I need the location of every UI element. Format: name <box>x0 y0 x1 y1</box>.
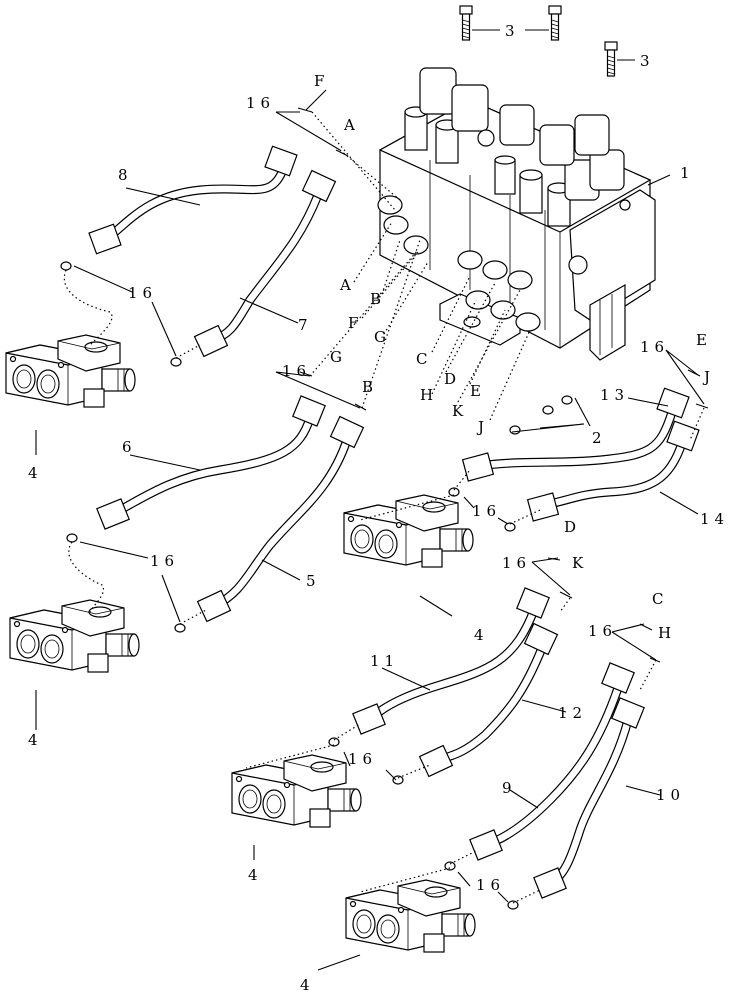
label-3-b: 3 <box>640 52 655 70</box>
label-B-top: B <box>362 378 378 396</box>
pipe-13 <box>461 387 690 482</box>
label-J-valve: J <box>476 418 489 436</box>
label-16-g: 16 <box>502 554 531 572</box>
pipe-14 <box>526 420 700 522</box>
bolt-group <box>459 5 635 77</box>
label-3-a: 3 <box>505 22 520 40</box>
pipe-10 <box>533 697 645 899</box>
label-9: 9 <box>502 779 517 797</box>
label-G-valve: G <box>374 328 391 346</box>
label-F-top: F <box>314 72 329 90</box>
pipe-5 <box>196 415 365 623</box>
label-16-h: 16 <box>588 622 617 640</box>
label-11: 11 <box>370 652 399 670</box>
pipe-8 <box>88 145 298 255</box>
label-B-valve: B <box>370 290 386 308</box>
label-16-j: 16 <box>476 876 505 894</box>
valve-fittings <box>377 195 541 332</box>
label-12: 12 <box>558 704 587 722</box>
label-F-valve: F <box>348 314 363 332</box>
coupler-block-2 <box>9 599 140 673</box>
label-A-valve: A <box>339 276 356 294</box>
label-E-valve: E <box>470 382 486 400</box>
label-K-valve: K <box>452 402 468 420</box>
label-D-right: D <box>564 518 581 536</box>
pipe-12 <box>418 622 559 778</box>
label-C-valve: C <box>416 350 432 368</box>
label-16-i: 16 <box>348 750 377 768</box>
valve-end-plate <box>568 189 656 361</box>
label-5: 5 <box>306 572 321 590</box>
label-16-d: 16 <box>150 552 179 570</box>
label-16-b: 16 <box>128 284 157 302</box>
label-A-top: A <box>343 116 360 134</box>
pipe-9 <box>469 662 635 861</box>
label-4-b: 4 <box>28 731 43 749</box>
label-4-c: 4 <box>474 626 489 644</box>
label-16-c: 16 <box>282 362 311 380</box>
leader-lines <box>35 89 705 971</box>
label-K-right: K <box>572 554 588 572</box>
label-C-right: C <box>652 590 668 608</box>
label-4-a: 4 <box>28 464 43 482</box>
label-J-right: J <box>702 368 715 386</box>
label-1: 1 <box>680 164 695 182</box>
coupler-block-1 <box>5 334 136 408</box>
control-valve-assembly <box>377 67 656 361</box>
label-H-valve: H <box>420 386 438 404</box>
label-16-a: 16 <box>246 94 275 112</box>
label-4-e: 4 <box>300 976 315 994</box>
label-6: 6 <box>122 438 137 456</box>
label-7: 7 <box>298 316 313 334</box>
valve-solenoids <box>404 67 625 227</box>
label-4-d: 4 <box>248 866 263 884</box>
label-G-top: G <box>330 348 347 366</box>
label-16-f: 16 <box>472 502 501 520</box>
label-16-e: 16 <box>640 338 669 356</box>
dotted-connection-lines <box>63 111 705 904</box>
label-13: 13 <box>600 386 629 404</box>
callout-labels: 1 2 3 3 4 4 4 4 4 5 6 7 8 9 10 11 12 13 … <box>28 22 729 994</box>
label-2: 2 <box>592 429 607 447</box>
coupler-block-3 <box>343 494 474 568</box>
pipe-11 <box>352 587 550 735</box>
coupler-block-4 <box>231 754 362 828</box>
label-10: 10 <box>656 786 685 804</box>
label-E-right: E <box>696 331 712 349</box>
label-8: 8 <box>118 166 133 184</box>
label-H-right: H <box>658 624 676 642</box>
pipe-7 <box>193 169 337 358</box>
label-14: 14 <box>700 510 729 528</box>
label-D-valve: D <box>444 370 461 388</box>
pipe-6 <box>96 395 326 530</box>
coupler-block-5 <box>345 879 476 953</box>
